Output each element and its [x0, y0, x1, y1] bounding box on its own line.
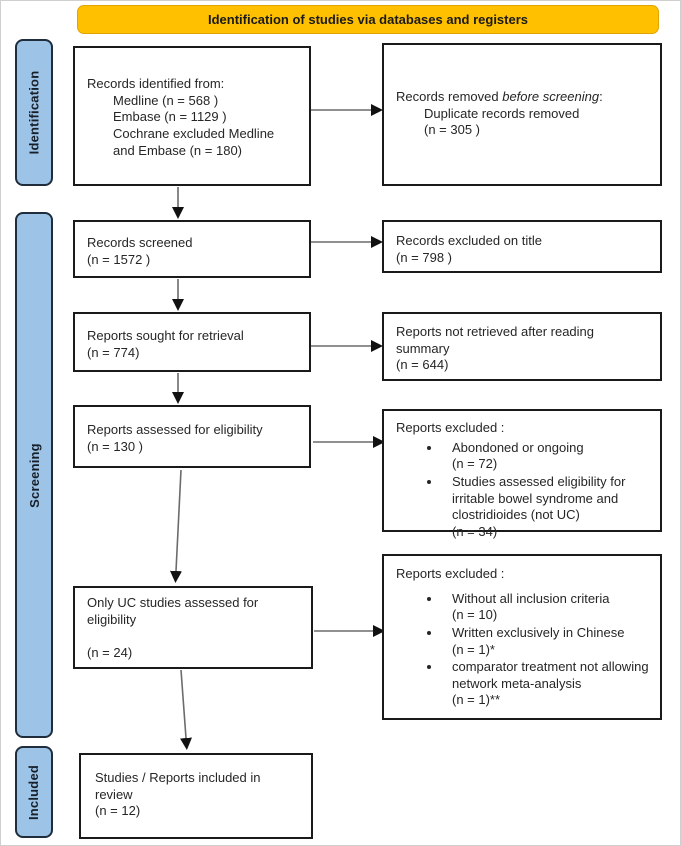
bullet-count: (n = 1)* — [452, 641, 495, 657]
records-identified-item: Embase (n = 1129 ) — [113, 109, 227, 125]
bullet-text: Without all inclusion criteria — [452, 590, 610, 606]
reports-assessed-count: (n = 130 ) — [87, 438, 144, 454]
reports-excluded-2-bullet: Written exclusively in Chinese(n = 1)* — [442, 625, 650, 658]
reports-sought-label: Reports sought for retrieval — [87, 328, 244, 343]
box-records-screened: Records screened (n = 1572 ) — [73, 220, 311, 278]
included-label: Studies / Reports included in review — [95, 770, 261, 802]
arrow-assessed-to-onlyuc — [170, 469, 182, 583]
box-reports-excluded-1: Reports excluded : Abondoned or ongoing(… — [382, 409, 662, 539]
bullet-count: (n = 72) — [452, 456, 498, 472]
records-screened-count: (n = 1572 ) — [87, 251, 151, 267]
box-included: Studies / Reports included in review (n … — [79, 753, 313, 839]
box-reports-not-retrieved: Reports not retrieved after reading summ… — [382, 312, 662, 381]
included-count: (n = 12) — [95, 803, 141, 819]
reports-excluded-2-bullet: Without all inclusion criteria(n = 10) — [442, 591, 650, 624]
bullet-text: comparator treatment not allowing networ… — [452, 659, 649, 691]
records-identified-title: Records identified from: — [87, 76, 225, 91]
records-identified-item: Cochrane excluded Medline and Embase (n … — [113, 125, 275, 158]
records-removed-title-prefix: Records removed — [396, 89, 503, 104]
records-removed-title-italic: before screening — [502, 89, 600, 104]
box-only-uc: Only UC studies assessed for eligibility… — [73, 586, 313, 669]
phase-label-screening-text: Screening — [26, 442, 42, 508]
box-reports-sought: Reports sought for retrieval (n = 774) — [73, 312, 311, 372]
phase-label-included-text: Included — [26, 764, 42, 820]
diagram-title-banner: Identification of studies via databases … — [77, 5, 659, 34]
records-identified-item: Medline (n = 568 ) — [113, 92, 219, 108]
phase-label-included: Included — [15, 746, 53, 838]
reports-excluded-2-list: Without all inclusion criteria(n = 10) W… — [396, 591, 650, 709]
box-records-identified: Records identified from: Medline (n = 56… — [73, 46, 311, 186]
diagram-title: Identification of studies via databases … — [207, 12, 529, 27]
records-excluded-title-label: Records excluded on title — [396, 233, 542, 248]
bullet-count: (n = 10) — [452, 607, 498, 623]
records-removed-item: Duplicate records removed — [424, 105, 580, 121]
records-screened-label: Records screened — [87, 235, 193, 250]
box-records-excluded-title: Records excluded on title (n = 798 ) — [382, 220, 662, 273]
phase-label-identification: Identification — [15, 39, 53, 186]
phase-label-identification-text: Identification — [26, 70, 42, 155]
reports-excluded-2-bullet: comparator treatment not allowing networ… — [442, 659, 650, 709]
bullet-text: Abondoned or ongoing — [452, 439, 584, 455]
only-uc-label: Only UC studies assessed for eligibility — [87, 595, 259, 627]
bullet-count: (n = 1)** — [452, 692, 501, 708]
reports-sought-count: (n = 774) — [87, 344, 140, 360]
reports-not-retrieved-count: (n = 644) — [396, 357, 449, 373]
records-excluded-title-count: (n = 798 ) — [396, 249, 453, 265]
reports-excluded-1-list: Abondoned or ongoing(n = 72) Studies ass… — [396, 440, 650, 541]
phase-label-screening: Screening — [15, 212, 53, 738]
bullet-text: Written exclusively in Chinese — [452, 624, 625, 640]
box-reports-excluded-2: Reports excluded : Without all inclusion… — [382, 554, 662, 720]
only-uc-count: (n = 24) — [87, 645, 133, 661]
records-removed-title: Records removed before screening: — [396, 89, 650, 106]
bullet-text: Studies assessed eligibility for irritab… — [452, 473, 626, 523]
bullet-count: (n = 34) — [452, 523, 498, 539]
box-reports-assessed: Reports assessed for eligibility (n = 13… — [73, 405, 311, 468]
reports-excluded-1-bullet: Abondoned or ongoing(n = 72) — [442, 440, 650, 473]
reports-excluded-2-title: Reports excluded : — [396, 566, 505, 581]
arrow-onlyuc-to-included — [180, 669, 192, 750]
reports-assessed-label: Reports assessed for eligibility — [87, 422, 263, 437]
records-removed-count: (n = 305 ) — [424, 122, 481, 138]
records-removed-title-suffix: : — [599, 89, 603, 104]
reports-excluded-1-title: Reports excluded : — [396, 420, 505, 435]
reports-excluded-1-bullet: Studies assessed eligibility for irritab… — [442, 474, 650, 541]
box-records-removed: Records removed before screening: Duplic… — [382, 43, 662, 186]
reports-not-retrieved-label: Reports not retrieved after reading summ… — [396, 324, 594, 356]
